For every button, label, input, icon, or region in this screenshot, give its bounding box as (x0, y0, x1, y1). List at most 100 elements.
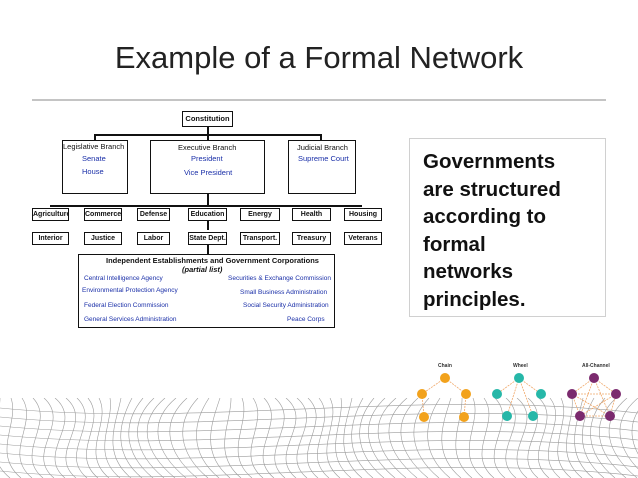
mesh-line (0, 422, 638, 433)
connector (50, 205, 362, 207)
mesh-line (359, 398, 385, 478)
mesh-line (343, 398, 363, 478)
mesh-line (0, 413, 638, 424)
all-channel-network-label: All-Channel (582, 363, 610, 369)
judicial-title: Judicial Branch (297, 143, 348, 152)
network-edge (593, 377, 611, 417)
executive-item: Vice President (184, 168, 233, 177)
independent-subtitle: (partial list) (182, 265, 223, 274)
network-node (567, 389, 577, 399)
mesh-line (224, 398, 242, 478)
mesh-line (493, 398, 506, 478)
independent-item: General Services Administration (84, 316, 177, 323)
network-node (536, 389, 546, 399)
connector (207, 127, 209, 135)
department-box: Commerce (84, 208, 122, 221)
legislative-branch-box (62, 140, 128, 194)
mesh-line (0, 449, 638, 460)
network-edge (518, 377, 534, 417)
mesh-line (582, 398, 605, 478)
independent-item: Securities & Exchange Commission (228, 275, 331, 282)
executive-item: President (191, 154, 223, 163)
mesh-line (516, 398, 528, 478)
mesh-line (326, 398, 341, 478)
independent-item: Central Intelligence Agency (84, 275, 163, 282)
independent-item: Environmental Protection Agency (82, 287, 178, 294)
connector (207, 244, 209, 254)
independent-item: Peace Corps (287, 316, 325, 323)
mesh-line (590, 398, 616, 478)
network-node (502, 411, 512, 421)
mesh-line (307, 398, 319, 478)
mesh-line (19, 398, 33, 478)
department-box: State Dept. (188, 232, 227, 245)
description-line: networks (423, 260, 513, 283)
title-divider (32, 99, 606, 101)
network-node (492, 389, 502, 399)
mesh-line (0, 431, 638, 442)
mesh-line (538, 398, 550, 478)
legislative-title: Legislative Branch (63, 142, 125, 151)
mesh-line (196, 398, 220, 478)
mesh-line (54, 398, 66, 478)
wheel-network-label: Wheel (513, 363, 528, 369)
network-node (417, 389, 427, 399)
mesh-line (566, 398, 583, 478)
network-edge (506, 377, 520, 417)
constitution-box: Constitution (182, 111, 233, 127)
connector (94, 134, 96, 140)
all-channel-network-diagram (567, 373, 621, 421)
network-node (605, 411, 615, 421)
network-node (461, 389, 471, 399)
chain-network-diagram (417, 373, 471, 422)
department-box: Justice (84, 232, 122, 245)
mesh-line (237, 398, 253, 478)
mesh-line (169, 398, 198, 478)
mesh-line (468, 398, 484, 478)
department-box: Health (292, 208, 331, 221)
judicial-branch-box (288, 140, 356, 194)
department-box: Treasury (292, 232, 331, 245)
mesh-line (631, 410, 638, 454)
executive-title: Executive Branch (178, 143, 237, 152)
network-edge (579, 377, 595, 417)
mesh-line (104, 398, 121, 478)
description-line: formal (423, 232, 486, 256)
mesh-line (351, 398, 374, 478)
connector (207, 194, 209, 206)
department-box: Housing (344, 208, 382, 221)
department-box: Veterans (344, 232, 382, 245)
mesh-line (0, 467, 638, 478)
network-node (419, 412, 429, 422)
mesh-line (608, 398, 638, 478)
network-node (611, 389, 621, 399)
mesh-line (0, 458, 638, 469)
constitution-label: Constitution (185, 114, 230, 123)
mesh-line (0, 404, 638, 415)
slide-title: Example of a Formal Network (114, 40, 524, 75)
mesh-line (182, 398, 209, 478)
legislative-item: House (82, 167, 104, 176)
mesh-line (210, 398, 231, 478)
mesh-line (599, 398, 627, 478)
mesh-line (505, 398, 517, 478)
mesh-line (400, 398, 429, 478)
executive-branch-box (150, 140, 265, 194)
mesh-line (527, 398, 539, 478)
mesh-line (427, 398, 451, 478)
connector (207, 134, 209, 140)
mesh-line (65, 398, 77, 478)
mesh-line (112, 398, 132, 478)
department-box: Transport. (240, 232, 280, 245)
connector (320, 134, 322, 140)
chain-network-label: Chain (438, 363, 452, 369)
independent-establishments-box (78, 254, 335, 328)
description-line: are structured (423, 177, 561, 201)
description-text-box: Governments are structured according to … (409, 138, 606, 317)
department-box: Defense (137, 208, 170, 221)
mesh-line (388, 398, 418, 478)
mesh-line (137, 398, 165, 478)
description-line: principles. (423, 287, 526, 311)
mesh-line (274, 398, 286, 478)
judicial-item: Supreme Court (298, 154, 349, 163)
